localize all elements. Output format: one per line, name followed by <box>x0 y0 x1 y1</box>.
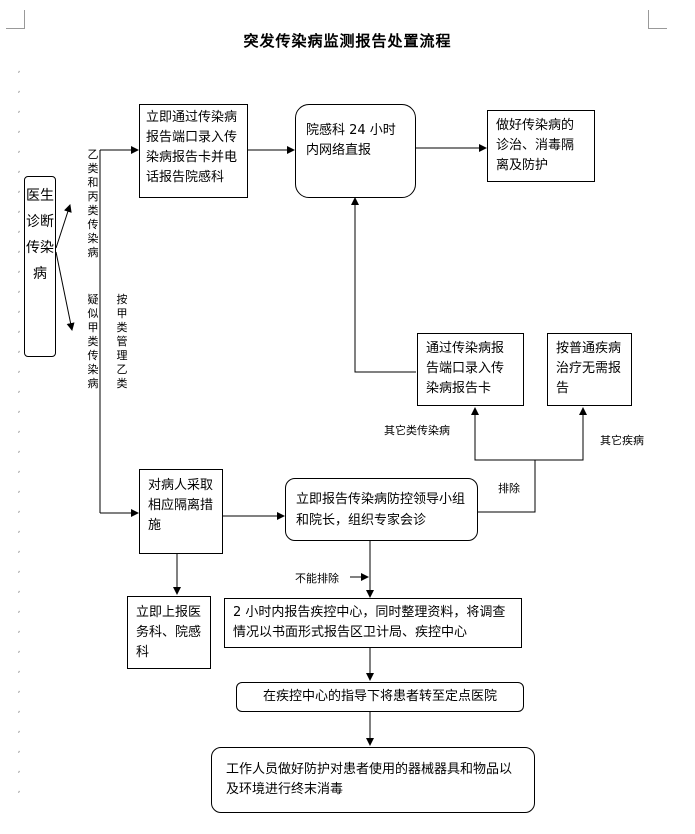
box-report-medical-dept: 立即上报医务科、院感科 <box>127 596 211 669</box>
label-other-infectious: 其它类传染病 <box>384 422 450 438</box>
box-register-report-text: 立即通过传染病报告端口录入传染病报告卡并电话报告院感科 <box>146 110 238 185</box>
box-final-disinfection-text: 工作人员做好防护对患者使用的器械器具和物品以及环境进行终末消毒 <box>226 762 513 797</box>
page-title: 突发传染病监测报告处置流程 <box>243 32 452 50</box>
arrow-expert-excluded <box>471 407 536 513</box>
label-manage-as-class-a: 按甲类管理乙类 <box>116 293 128 390</box>
arrow-doctor-to-class-bc <box>55 204 72 249</box>
label-excluded: 排除 <box>498 480 520 496</box>
box-other-register-text: 通过传染病报告端口录入传染病报告卡 <box>426 341 505 396</box>
box-network-report-text: 院感科 24 小时内网络直报 <box>306 123 396 158</box>
box-transfer-patient-text: 在疾控中心的指导下将患者转至定点医院 <box>262 689 497 704</box>
page-corner-top-right <box>648 10 667 29</box>
box-doctor-diagnosis: 医生诊断传染病 <box>24 176 56 357</box>
page-corner-top-left <box>6 10 25 29</box>
arrow-to-no-report <box>535 407 587 461</box>
box-transfer-patient: 在疾控中心的指导下将患者转至定点医院 <box>236 682 524 712</box>
box-report-medical-dept-text: 立即上报医务科、院感科 <box>136 605 202 660</box>
margin-marks: ,,,,,,,,,,,,,,,,,,,,,,,,,,,,,,,,,,,,, <box>17 65 21 795</box>
label-other-disease: 其它疾病 <box>600 432 644 448</box>
box-cdc-report: 2 小时内报告疾控中心，同时整理资料，将调查情况以书面形式报告区卫计局、疾控中心 <box>224 598 522 648</box>
box-treat-isolate-text: 做好传染病的诊治、消毒隔离及防护 <box>496 118 575 173</box>
box-isolate-patient-text: 对病人采取相应隔离措施 <box>148 478 214 533</box>
label-class-b-and-c: 乙类和丙类传染病 <box>87 148 99 259</box>
box-expert-consult-text: 立即报告传染病防控领导小组和院长，组织专家会诊 <box>296 492 466 528</box>
box-final-disinfection: 工作人员做好防护对患者使用的器械器具和物品以及环境进行终末消毒 <box>211 747 535 813</box>
box-register-report: 立即通过传染病报告端口录入传染病报告卡并电话报告院感科 <box>139 104 248 198</box>
box-no-report-text: 按普通疾病治疗无需报告 <box>556 341 622 396</box>
box-treat-isolate: 做好传染病的诊治、消毒隔离及防护 <box>487 110 595 182</box>
box-expert-consult: 立即报告传染病防控领导小组和院长，组织专家会诊 <box>285 478 478 541</box>
box-cdc-report-text: 2 小时内报告疾控中心，同时整理资料，将调查情况以书面形式报告区卫计局、疾控中心 <box>233 605 506 640</box>
arrow-doctor-to-suspected <box>55 251 75 331</box>
arrow-other-register-to-network <box>351 197 416 373</box>
box-doctor-diagnosis-text: 医生诊断传染病 <box>26 188 54 282</box>
box-no-report: 按普通疾病治疗无需报告 <box>547 333 632 406</box>
label-suspected-class-a: 疑似甲类传染病 <box>87 293 99 390</box>
box-network-report: 院感科 24 小时内网络直报 <box>295 104 416 198</box>
label-not-excluded: 不能排除 <box>295 570 339 586</box>
box-isolate-patient: 对病人采取相应隔离措施 <box>139 469 223 554</box>
box-other-register: 通过传染病报告端口录入传染病报告卡 <box>417 333 524 406</box>
